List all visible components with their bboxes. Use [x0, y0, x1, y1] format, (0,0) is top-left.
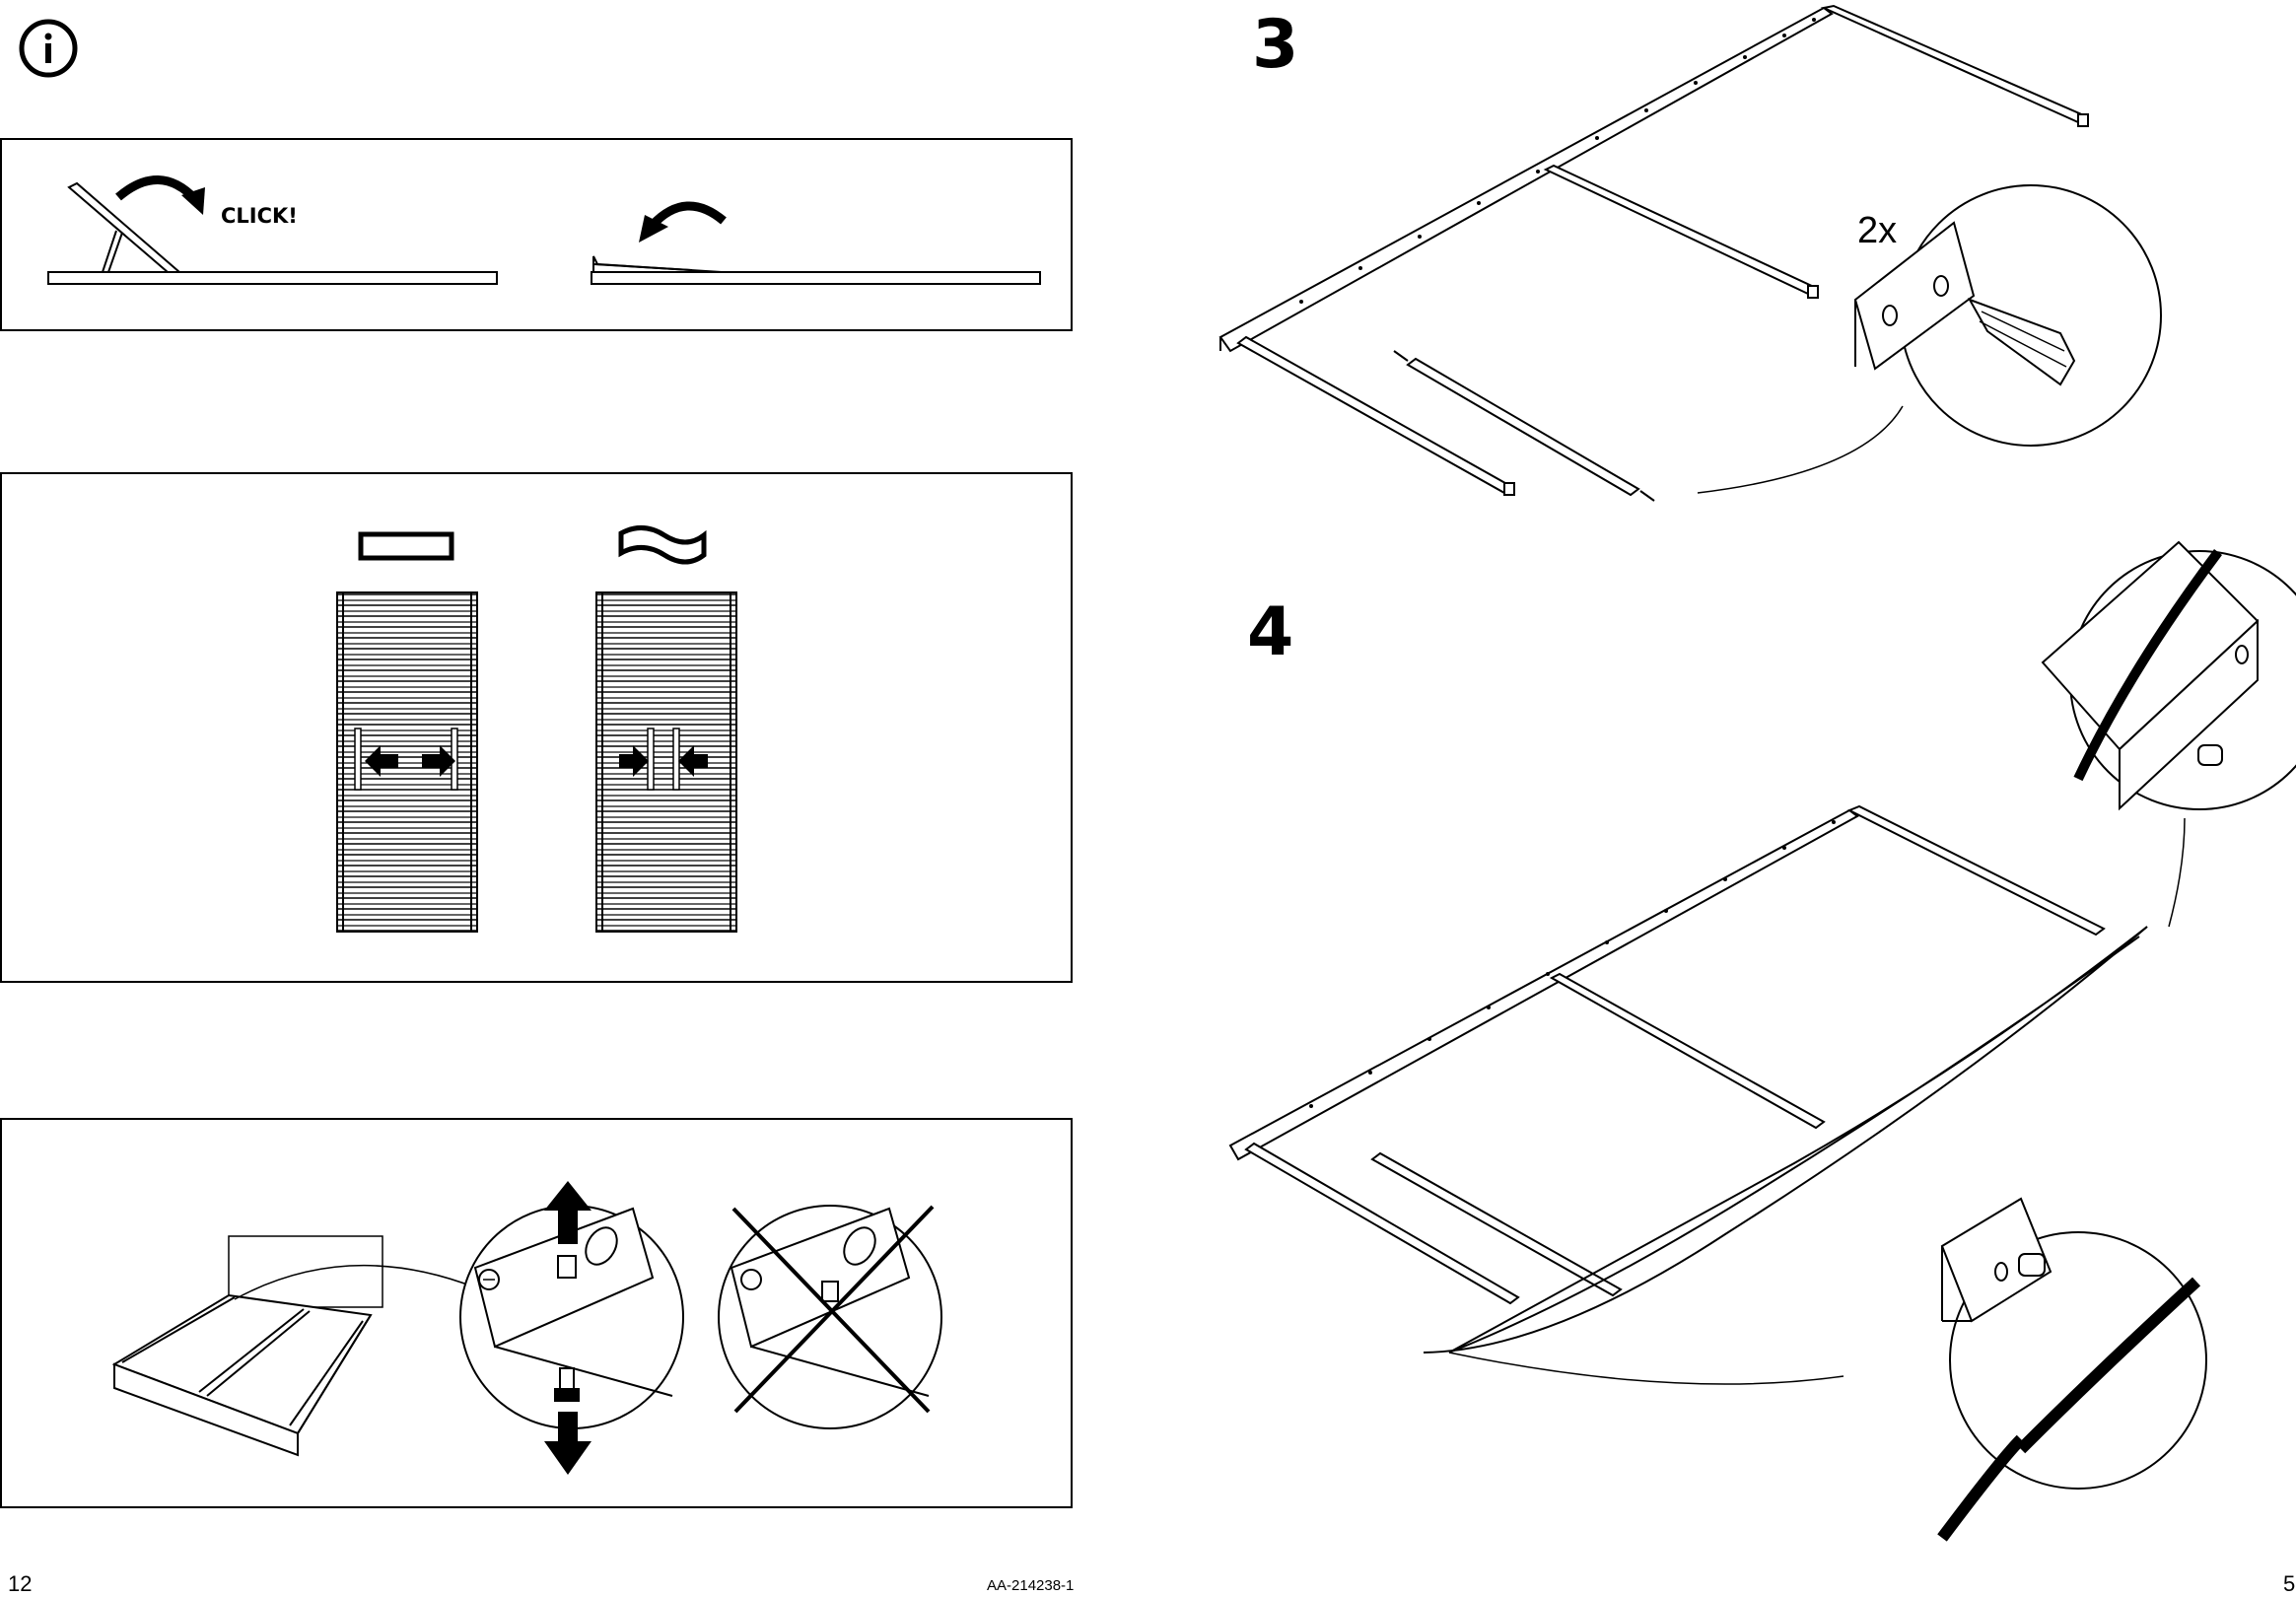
hinge-illustration: CLICK! — [2, 140, 1073, 331]
firmness-panel — [0, 472, 1073, 983]
firmness-illustration — [2, 474, 1073, 983]
step-4-illustration — [1213, 552, 2296, 1593]
left-page-number: 12 — [8, 1571, 32, 1597]
step-3-illustration: 2x — [1213, 0, 2198, 513]
document-code: AA-214238-1 — [987, 1577, 1074, 1594]
click-label: CLICK! — [221, 204, 298, 228]
screw-illustration — [2, 1120, 1073, 1508]
screw-panel — [0, 1118, 1073, 1508]
right-page-number: 5 — [2283, 1571, 2295, 1597]
hinge-click-panel: CLICK! — [0, 138, 1073, 331]
quantity-label: 2x — [1857, 210, 1897, 251]
info-icon — [18, 18, 79, 79]
